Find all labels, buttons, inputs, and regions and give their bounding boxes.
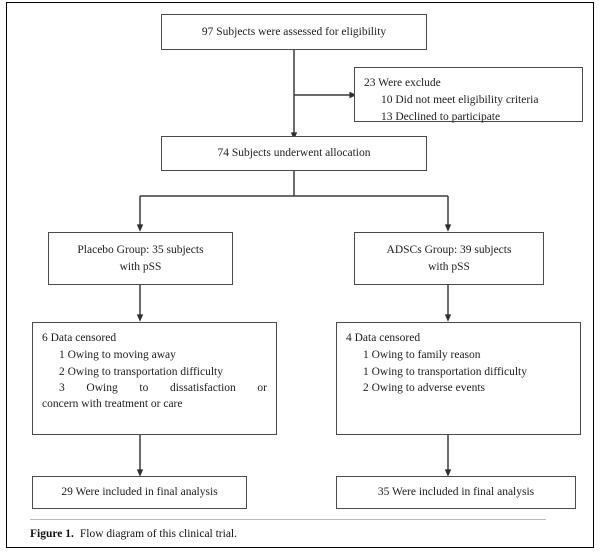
node-allocation-text: 74 Subjects underwent allocation bbox=[217, 147, 371, 160]
node-adscs-analysis: 35 Were included in final analysis bbox=[336, 476, 576, 509]
node-placebo-censored-item-3-line2: concern with treatment or care bbox=[42, 398, 183, 411]
node-adscs-group-line2: with pSS bbox=[428, 260, 470, 273]
node-adscs-group-line1: ADSCs Group: 39 subjects bbox=[386, 244, 512, 257]
node-adscs-censored-item-1: 1 Owing to family reason bbox=[363, 349, 481, 362]
node-adscs-censored-item-3: 2 Owing to adverse events bbox=[363, 381, 485, 394]
node-enrollment-text: 97 Subjects were assessed for eligibilit… bbox=[201, 25, 387, 38]
node-adscs-censored: 4 Data censored 1 Owing to family reason… bbox=[336, 322, 581, 435]
node-excluded: 23 Were exclude 10 Did not meet eligibil… bbox=[354, 67, 583, 123]
node-placebo-censored-lead: 6 Data censored bbox=[42, 332, 117, 344]
node-placebo-analysis-text: 29 Were included in final analysis bbox=[61, 486, 218, 499]
figure-number: Figure 1. bbox=[30, 528, 74, 540]
node-placebo-group: Placebo Group: 35 subjects with pSS bbox=[48, 232, 233, 285]
caption-divider bbox=[30, 519, 546, 520]
node-placebo-group-line1: Placebo Group: 35 subjects bbox=[77, 244, 204, 257]
node-excluded-item-1: 10 Did not meet eligibility criteria bbox=[381, 94, 539, 107]
node-adscs-group: ADSCs Group: 39 subjects with pSS bbox=[354, 232, 544, 285]
node-excluded-item-2: 13 Declined to participate bbox=[381, 110, 501, 123]
figure-caption-text: Flow diagram of this clinical trial. bbox=[79, 528, 238, 540]
node-placebo-censored: 6 Data censored 1 Owing to moving away 2… bbox=[32, 322, 277, 435]
node-placebo-censored-item-3-line1: 3 Owing to dissatisfaction or bbox=[59, 381, 267, 394]
node-placebo-censored-item-2: 2 Owing to transportation difficulty bbox=[59, 365, 223, 378]
node-allocation: 74 Subjects underwent allocation bbox=[161, 136, 427, 171]
node-excluded-lead: 23 Were exclude bbox=[364, 77, 441, 89]
node-adscs-group-text: ADSCs Group: 39 subjects with pSS bbox=[355, 242, 543, 275]
node-enrollment: 97 Subjects were assessed for eligibilit… bbox=[161, 14, 427, 50]
node-placebo-group-line2: with pSS bbox=[119, 260, 162, 273]
node-placebo-analysis: 29 Were included in final analysis bbox=[32, 476, 247, 509]
node-placebo-censored-item-1: 1 Owing to moving away bbox=[59, 349, 176, 362]
node-placebo-group-text: Placebo Group: 35 subjects with pSS bbox=[49, 242, 232, 275]
node-adscs-analysis-text: 35 Were included in final analysis bbox=[377, 486, 535, 499]
node-adscs-censored-lead: 4 Data censored bbox=[346, 332, 421, 344]
node-adscs-censored-item-2: 1 Owing to transportation difficulty bbox=[363, 365, 527, 378]
figure-caption: Figure 1. Flow diagram of this clinical t… bbox=[30, 527, 575, 542]
page-border bbox=[6, 2, 594, 548]
